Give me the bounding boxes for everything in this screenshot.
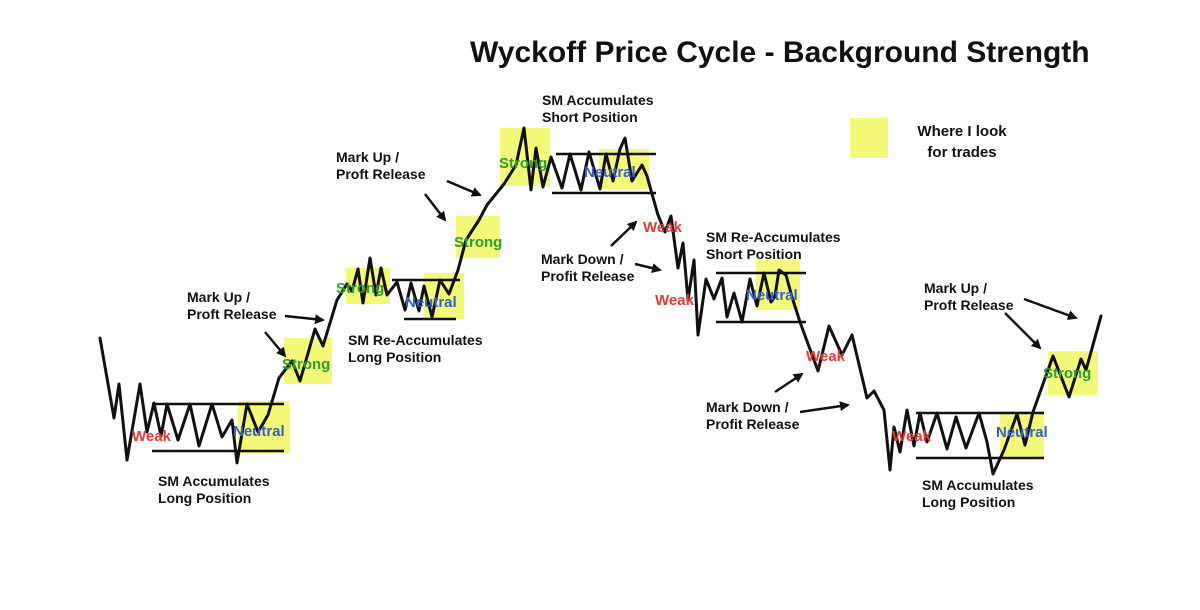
note-sm-reaccumulates-long: SM Re-Accumulates Long Position [348,332,486,365]
neutral-label: Neutral [405,294,457,311]
note-line: Short Position [542,109,638,125]
note-line: Short Position [706,246,802,262]
price-path [98,126,1103,476]
note-line: SM Re-Accumulates [706,229,841,245]
note-line: Long Position [922,494,1015,510]
annotations: SM Accumulates Long Position Mark Up / P… [158,92,1037,510]
note-line: SM Accumulates [158,473,270,489]
note-mark-up-3: Mark Up / Proft Release [924,280,1014,313]
arrow [424,193,447,222]
arrows [264,179,1078,414]
strong-label: Strong [336,280,384,297]
arrow [264,331,287,358]
note-mark-down-2: Mark Down / Profit Release [706,399,800,432]
arrow [634,262,662,273]
legend-label-line2: for trades [927,144,996,161]
strong-label: Strong [454,234,502,251]
arrow [799,401,850,414]
note-line: Proft Release [336,166,426,182]
note-mark-up-1: Mark Up / Proft Release [187,289,277,322]
neutral-label: Neutral [233,423,285,440]
note-line: Mark Up / [336,149,399,165]
arrow [1023,297,1078,320]
note-sm-accumulates-long-2: SM Accumulates Long Position [922,477,1037,510]
note-line: Profit Release [706,416,800,432]
note-line: Proft Release [924,297,1014,313]
note-mark-up-2: Mark Up / Proft Release [336,149,426,182]
note-line: Proft Release [187,306,277,322]
neutral-label: Neutral [746,287,798,304]
strong-label: Strong [1043,365,1091,382]
diagram-title: Wyckoff Price Cycle - Background Strengt… [470,36,1090,69]
range-lines [152,152,1044,460]
legend-swatch [850,118,888,158]
note-line: SM Accumulates [542,92,654,108]
weak-label: Weak [132,428,172,445]
note-sm-accumulates-short: SM Accumulates Short Position [542,92,657,125]
note-line: Mark Up / [924,280,987,296]
arrow [610,220,638,247]
note-line: Mark Down / [706,399,789,415]
note-line: SM Accumulates [922,477,1034,493]
weak-label: Weak [655,292,695,309]
arrow [284,314,325,325]
weak-label: Weak [643,219,683,236]
weak-label: Weak [806,348,846,365]
note-mark-down-1: Mark Down / Profit Release [541,251,635,284]
weak-label: Weak [892,428,932,445]
neutral-label: Neutral [584,164,636,181]
arrow [774,372,804,394]
note-line: Long Position [348,349,441,365]
note-line: SM Re-Accumulates [348,332,483,348]
note-line: Profit Release [541,268,635,284]
strength-labels: Weak Neutral Strong Strong Neutral Stron… [132,155,1091,445]
note-sm-accumulates-long-1: SM Accumulates Long Position [158,473,273,506]
note-line: Mark Up / [187,289,250,305]
strong-label: Strong [499,155,547,172]
legend-label-line1: Where I look [917,123,1007,140]
note-sm-reaccumulates-short: SM Re-Accumulates Short Position [706,229,844,262]
note-line: Long Position [158,490,251,506]
strong-label: Strong [282,356,330,373]
note-line: Mark Down / [541,251,624,267]
arrow [1004,312,1042,350]
arrow [446,179,482,197]
neutral-label: Neutral [996,424,1048,441]
